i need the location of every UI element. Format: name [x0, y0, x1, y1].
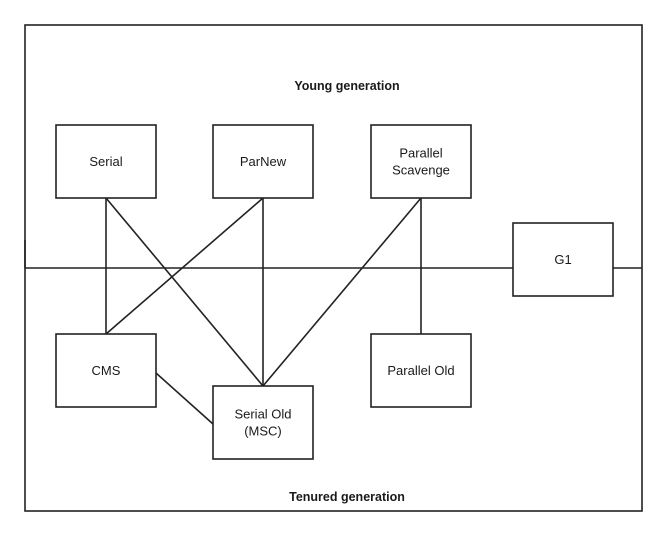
collector-parallel-old-box	[370, 333, 472, 408]
collector-serial-label: Serial	[89, 154, 122, 169]
collector-parallel-scavenge-label: Scavenge	[392, 163, 450, 178]
edge-cms-to-serial-old	[155, 372, 214, 425]
edge-parnew-to-cms	[105, 197, 264, 335]
edge-parallel-scavenge-to-serial-old	[262, 197, 422, 387]
tenured-generation-label: Tenured generation	[289, 490, 405, 504]
collector-parnew-label: ParNew	[240, 154, 287, 169]
collector-parallel-scavenge-box	[370, 124, 472, 199]
collector-serial-box	[55, 124, 157, 199]
collector-parallel-old: Parallel Old	[370, 333, 472, 408]
collector-parnew-box	[212, 124, 314, 199]
collector-serial-old-box	[212, 385, 314, 460]
collector-g1-box	[512, 222, 614, 297]
collector-serial: Serial	[55, 124, 157, 199]
collector-serial-old: Serial Old (MSC)	[212, 385, 314, 460]
collector-serial-old-label: (MSC)	[244, 424, 282, 439]
collector-cms: CMS	[55, 333, 157, 408]
collector-g1: G1	[512, 222, 614, 297]
collector-connections	[105, 197, 422, 425]
collector-g1-label: G1	[554, 252, 571, 267]
collector-serial-old-label: Serial Old	[234, 407, 291, 422]
young-generation-label: Young generation	[294, 79, 399, 93]
edge-serial-to-serial-old	[105, 197, 264, 387]
collector-cms-box	[55, 333, 157, 408]
collector-parnew: ParNew	[212, 124, 314, 199]
collector-parallel-scavenge-label: Parallel	[399, 146, 442, 161]
collector-parallel-old-label: Parallel Old	[387, 363, 454, 378]
collector-cms-label: CMS	[92, 363, 121, 378]
